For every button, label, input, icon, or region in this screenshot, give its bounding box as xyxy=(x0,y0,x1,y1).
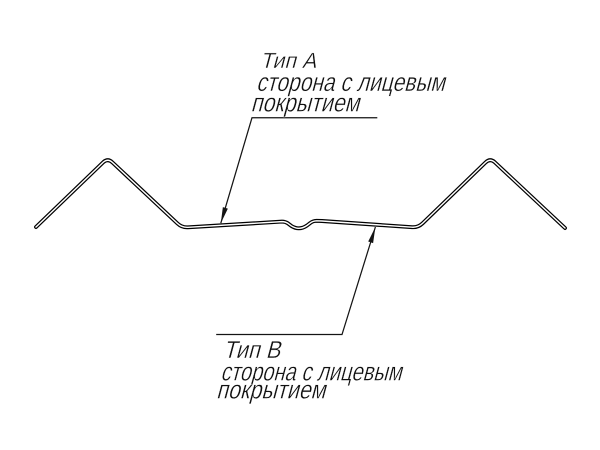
svg-text:Тип А: Тип А xyxy=(259,48,322,73)
svg-text:сторона с лицевым: сторона с лицевым xyxy=(254,68,450,97)
svg-text:сторона с лицевым: сторона с лицевым xyxy=(219,358,408,388)
svg-text:покрытием: покрытием xyxy=(249,89,365,118)
svg-text:покрытием: покрытием xyxy=(214,376,331,405)
svg-text:Тип В: Тип В xyxy=(221,337,285,364)
